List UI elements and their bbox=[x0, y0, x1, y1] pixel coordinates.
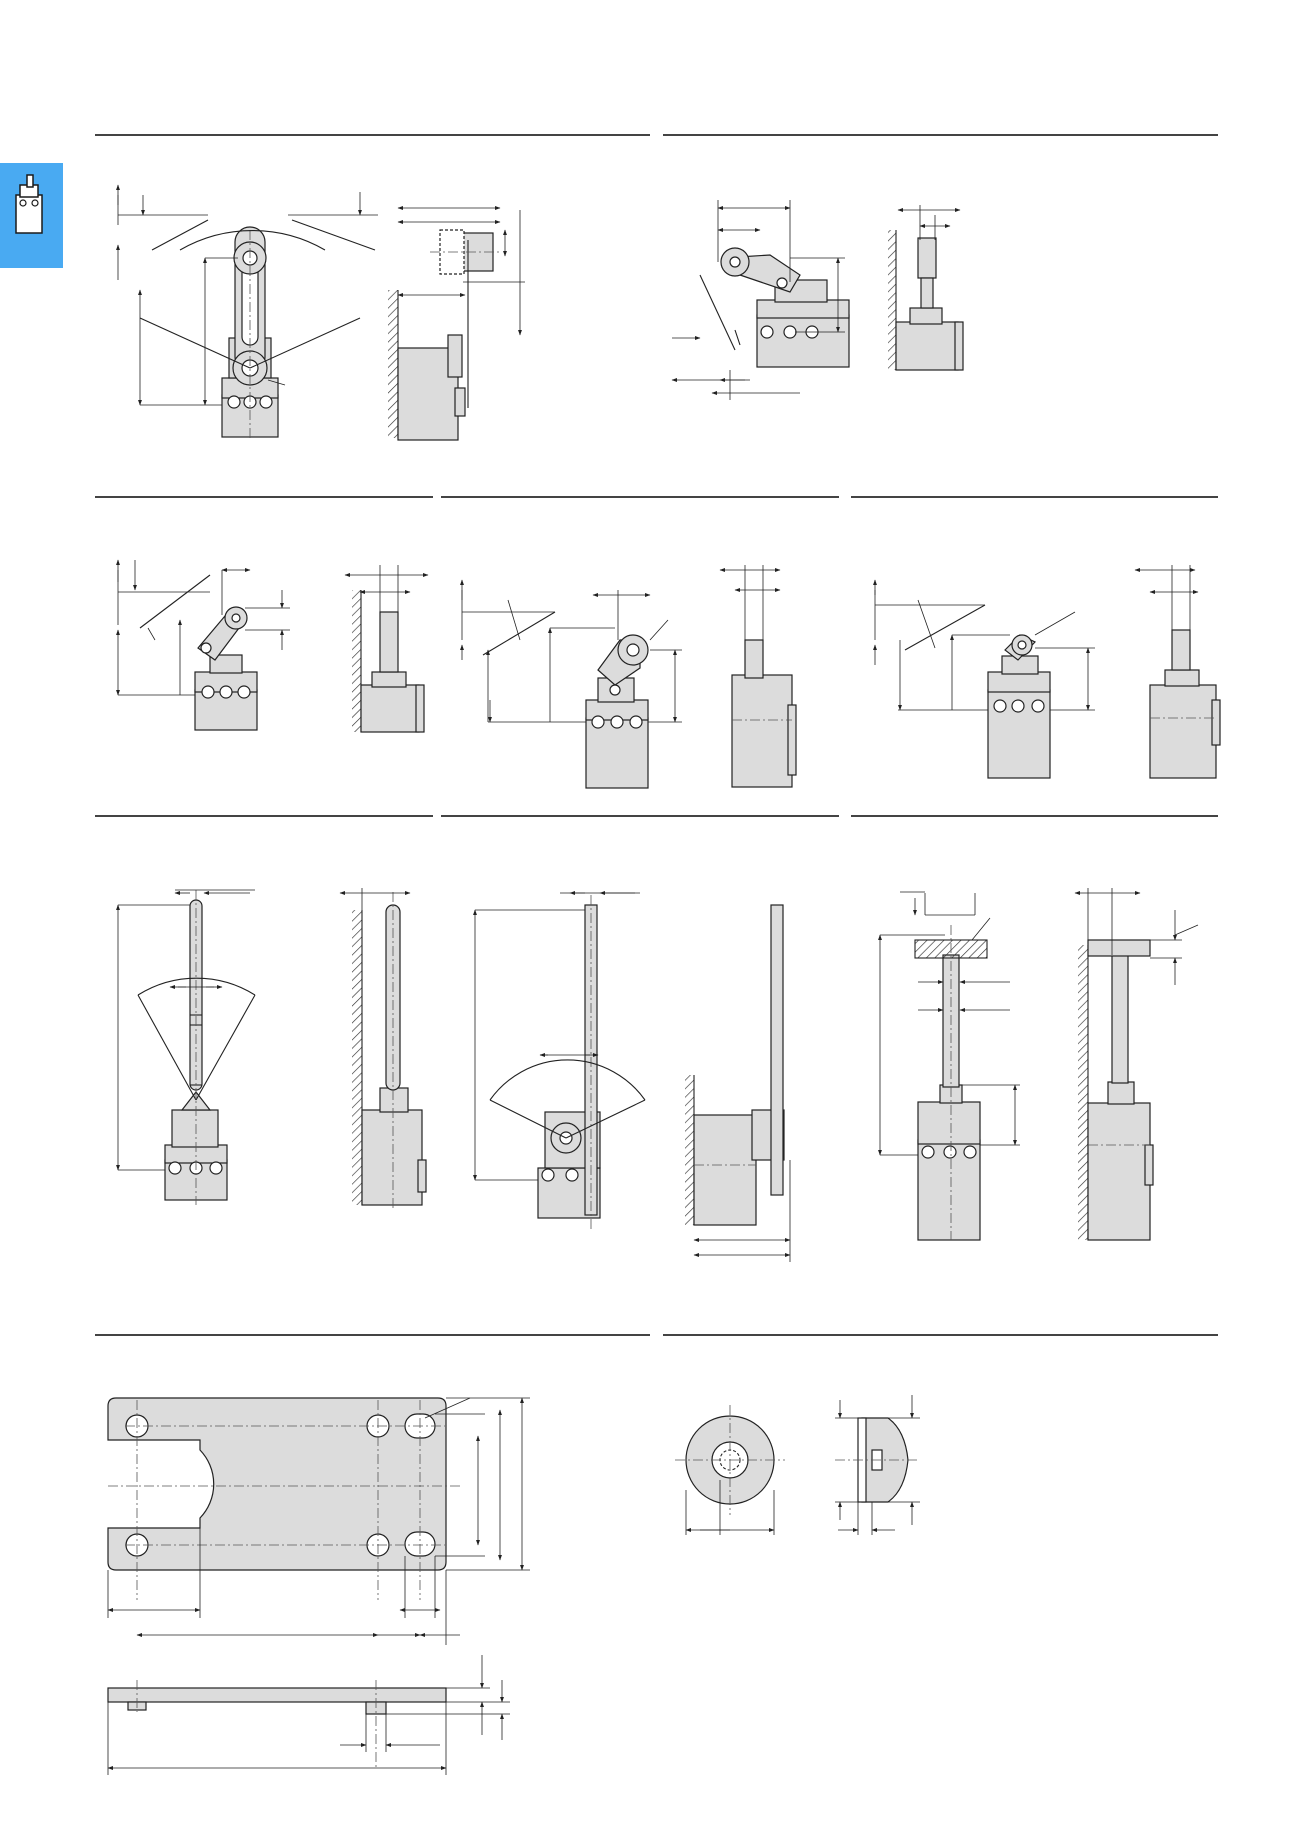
drawing-plunger-side bbox=[1074, 888, 1199, 1241]
drawing-rod-lever-front bbox=[473, 891, 646, 1230]
section-rule-4a bbox=[95, 1334, 650, 1336]
section-rule-2c bbox=[851, 496, 1218, 498]
drawing-rod-lever-side bbox=[685, 904, 791, 1262]
drawing-short-roller-lever-side bbox=[888, 205, 964, 371]
section-rule-1a bbox=[95, 134, 650, 136]
section-rule-2a bbox=[95, 496, 433, 498]
drawing-roller-side bbox=[835, 1395, 920, 1535]
limit-switch-icon bbox=[15, 174, 43, 234]
section-rule-3c bbox=[851, 815, 1218, 817]
drawing-short-roller-lever bbox=[671, 200, 850, 400]
drawing-spring-rod-side bbox=[339, 888, 427, 1210]
drawing-row2-c-side bbox=[1134, 565, 1221, 779]
section-rule-4b bbox=[663, 1334, 1218, 1336]
section-rule-3a bbox=[95, 815, 433, 817]
drawing-mounting-plate-top bbox=[107, 1397, 530, 1645]
section-rule-1b bbox=[663, 134, 1218, 136]
section-rule-2b bbox=[441, 496, 839, 498]
drawing-row2-c-front bbox=[873, 579, 1095, 779]
side-tab bbox=[0, 163, 63, 268]
section-rule-3b bbox=[441, 815, 839, 817]
drawing-row2-b-side bbox=[719, 565, 797, 788]
drawing-roller-lever-side bbox=[388, 206, 525, 441]
drawing-row2-a-front bbox=[116, 559, 290, 731]
drawing-row2-b-front bbox=[460, 579, 682, 789]
drawing-plunger-front bbox=[878, 891, 1020, 1241]
drawing-mounting-plate-side bbox=[107, 1655, 510, 1775]
drawing-row2-a-side bbox=[344, 565, 429, 733]
drawing-roller-front bbox=[675, 1405, 785, 1535]
drawing-roller-lever-front bbox=[116, 184, 378, 440]
drawing-spring-rod-front bbox=[116, 889, 256, 1205]
